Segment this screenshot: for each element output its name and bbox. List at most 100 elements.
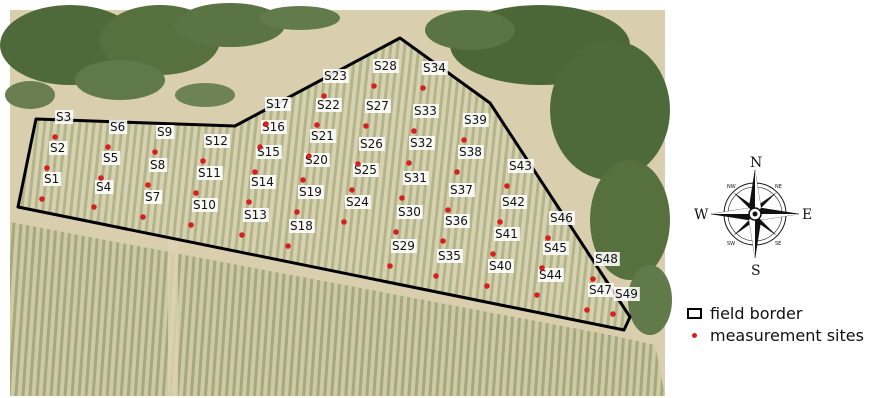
- site-label-background: [197, 166, 223, 180]
- site-label-s12: S12: [205, 134, 228, 148]
- site-marker-s19: [294, 209, 300, 215]
- site-label-background: [422, 61, 448, 75]
- site-marker-s24: [341, 219, 347, 225]
- site-marker-s45: [539, 265, 545, 271]
- vegetation-northwest: [0, 3, 340, 109]
- field-border-swatch: [687, 307, 702, 319]
- site-label-background: [538, 268, 564, 282]
- site-label-background: [365, 99, 391, 113]
- site-marker-s17: [263, 121, 269, 127]
- site-label-background: [397, 205, 423, 219]
- site-label-background: [298, 185, 324, 199]
- legend-row-sites: measurement sites: [687, 324, 864, 346]
- site-label-background: [353, 163, 379, 177]
- site-label-s41: S41: [495, 227, 518, 241]
- site-label-background: [543, 241, 569, 255]
- site-marker-s32: [406, 160, 412, 166]
- site-label-s29: S29: [392, 239, 415, 253]
- site-marker-s44: [534, 292, 540, 298]
- site-label-background: [149, 158, 168, 172]
- site-label-background: [289, 219, 315, 233]
- site-marker-s7: [140, 214, 146, 220]
- site-label-background: [614, 287, 640, 301]
- compass-hub-dot: [752, 211, 758, 217]
- site-label-s38: S38: [459, 145, 482, 159]
- site-marker-s40: [484, 283, 490, 289]
- site-label-background: [403, 171, 429, 185]
- site-label-background: [49, 141, 68, 155]
- compass-s-label: S: [751, 263, 761, 279]
- site-marker-s37: [445, 207, 451, 213]
- site-label-background: [345, 195, 371, 209]
- site-marker-s11: [193, 190, 199, 196]
- compass-w-label: W: [694, 207, 709, 223]
- site-marker-s39: [461, 137, 467, 143]
- site-label-background: [316, 98, 342, 112]
- site-label-s25: S25: [354, 163, 377, 177]
- site-marker-s10: [188, 222, 194, 228]
- site-marker-s41: [490, 251, 496, 257]
- site-label-background: [55, 110, 74, 124]
- site-label-background: [43, 172, 62, 186]
- site-label-s14: S14: [251, 175, 274, 189]
- site-label-background: [204, 134, 230, 148]
- site-marker-s34: [420, 85, 426, 91]
- site-marker-s3: [52, 134, 58, 140]
- site-label-background: [494, 227, 520, 241]
- compass-half-s: [749, 214, 755, 258]
- vegetation-east: [425, 5, 672, 335]
- site-marker-s27: [363, 123, 369, 129]
- field-area: [18, 38, 630, 330]
- site-marker-s18: [285, 243, 291, 249]
- site-label-background: [501, 195, 527, 209]
- site-label-s17: S17: [266, 97, 289, 111]
- site-label-background: [256, 145, 282, 159]
- site-label-s9: S9: [157, 125, 172, 139]
- site-label-background: [95, 180, 114, 194]
- site-marker-s9: [152, 149, 158, 155]
- legend: field border measurement sites: [687, 302, 864, 346]
- compass-n-label: N: [750, 155, 762, 171]
- site-label-background: [409, 136, 435, 150]
- site-label-background: [391, 239, 417, 253]
- site-marker-s31: [399, 195, 405, 201]
- site-label-s11: S11: [198, 166, 221, 180]
- site-label-background: [463, 113, 489, 127]
- site-label-s33: S33: [414, 104, 437, 118]
- site-label-background: [594, 252, 620, 266]
- site-marker-s49: [610, 311, 616, 317]
- compass-nw-label: NW: [727, 184, 736, 190]
- site-label-s21: S21: [311, 129, 334, 143]
- site-label-s40: S40: [489, 259, 512, 273]
- site-label-s19: S19: [299, 185, 322, 199]
- site-marker-s46: [545, 235, 551, 241]
- site-label-s22: S22: [317, 98, 340, 112]
- site-label-s31: S31: [404, 171, 427, 185]
- site-marker-s35: [433, 273, 439, 279]
- site-marker-swatch: [692, 332, 697, 338]
- site-marker-s23: [321, 93, 327, 99]
- site-label-background: [444, 214, 470, 228]
- site-label-background: [458, 145, 484, 159]
- site-marker-s30: [393, 229, 399, 235]
- measurement-sites: S1S2S3S4S5S6S7S8S9S10S11S12S13S14S15S16S…: [39, 59, 640, 317]
- site-label-s8: S8: [150, 158, 165, 172]
- site-label-s44: S44: [539, 268, 562, 282]
- compass-ne-label: NE: [775, 184, 782, 190]
- site-label-background: [323, 69, 349, 83]
- site-label-s39: S39: [464, 113, 487, 127]
- site-label-background: [549, 211, 575, 225]
- site-label-s4: S4: [96, 180, 111, 194]
- site-label-background: [192, 198, 218, 212]
- site-marker-s33: [411, 128, 417, 134]
- site-label-background: [508, 159, 534, 173]
- site-marker-s47: [584, 307, 590, 313]
- site-label-background: [373, 59, 399, 73]
- site-label-s30: S30: [398, 205, 421, 219]
- site-label-background: [243, 208, 269, 222]
- site-marker-s2: [44, 165, 50, 171]
- site-marker-s22: [314, 122, 320, 128]
- site-label-background: [413, 104, 439, 118]
- compass-half-w: [711, 208, 755, 214]
